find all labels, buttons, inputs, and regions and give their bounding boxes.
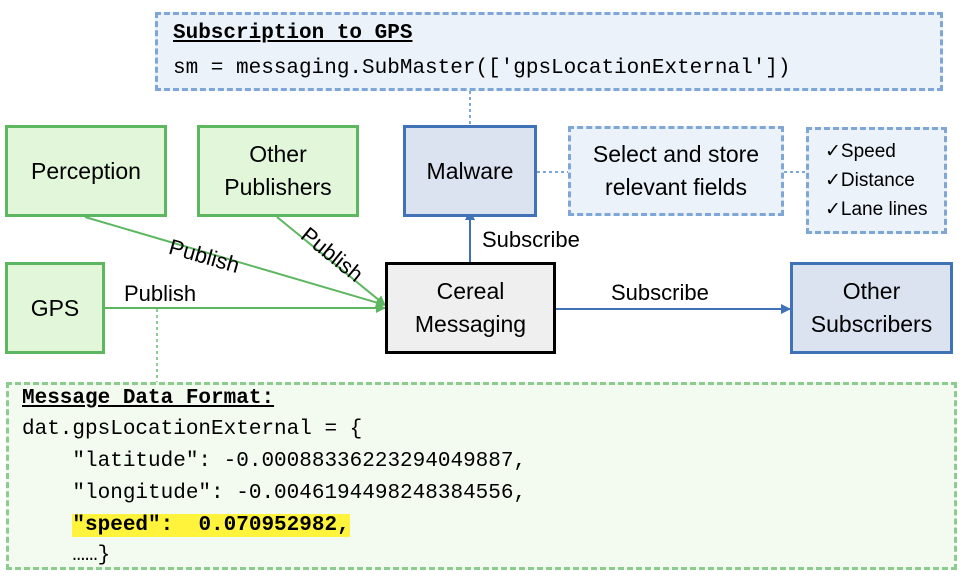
other-publishers-node: Other Publishers [197, 125, 359, 217]
subscription-box: Subscription to GPS sm = messaging.SubMa… [155, 12, 943, 91]
speed-highlight: "speed": 0.070952982, [72, 514, 350, 537]
check-icon: ✓ [825, 141, 841, 162]
check-icon: ✓ [825, 199, 841, 220]
perception-node: Perception [5, 125, 167, 217]
subscription-title: Subscription to GPS [173, 22, 413, 45]
edge-label-subscribe-other: Subscribe [611, 280, 709, 305]
field-label: Speed [840, 141, 896, 162]
message-line-ellipsis: ……} [22, 544, 111, 567]
field-label: Lane lines [840, 199, 928, 220]
publish-edge-perception [84, 216, 386, 308]
field-item-lane-lines: ✓Lane lines [825, 195, 944, 224]
edge-label-publish-gps: Publish [124, 281, 197, 306]
message-line-longitude: "longitude": -0.004619449824838455​6, [22, 482, 527, 505]
message-line-1: dat.gpsLocationExternal = { [22, 418, 363, 441]
cereal-messaging-label: Cereal Messaging [414, 278, 527, 337]
field-item-distance: ✓Distance [825, 166, 944, 195]
select-store-label: Select and store relevant fields [592, 141, 760, 200]
gps-label: GPS [30, 294, 80, 321]
malware-node: Malware [403, 125, 537, 217]
message-line-latitude: "latitude": -0.0008833622329404988​7, [22, 450, 527, 473]
malware-label: Malware [426, 157, 514, 184]
cereal-messaging-node: Cereal Messaging [385, 262, 556, 354]
subscription-code: sm = messaging.SubMaster(['gpsLocationEx… [173, 57, 791, 80]
other-publishers-label: Other Publishers [224, 141, 332, 200]
check-icon: ✓ [825, 170, 841, 191]
select-store-box: Select and store relevant fields [568, 126, 784, 216]
message-line-speed-indent: "speed": 0.070952982, [22, 510, 350, 542]
field-label: Distance [840, 170, 915, 191]
message-format-title: Message Data Format: [22, 387, 275, 410]
field-item-speed: ✓Speed [825, 137, 944, 166]
edge-label-subscribe-malware: Subscribe [482, 227, 580, 252]
perception-label: Perception [31, 157, 141, 184]
publish-edge-other-publishers [276, 216, 386, 306]
other-subscribers-label: Other Subscribers [810, 278, 933, 337]
other-subscribers-node: Other Subscribers [790, 262, 953, 354]
fields-box: ✓Speed ✓Distance ✓Lane lines [806, 127, 947, 234]
message-format-box: Message Data Format: dat.gpsLocationExte… [6, 382, 957, 570]
gps-node: GPS [5, 262, 105, 354]
